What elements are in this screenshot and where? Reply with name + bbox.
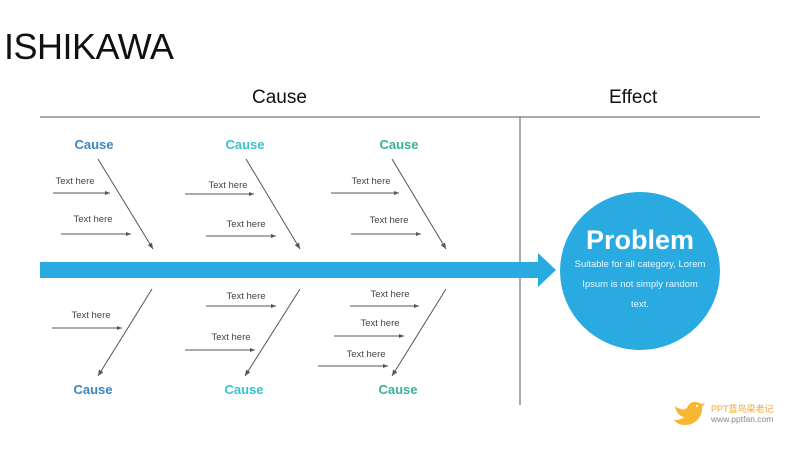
sub-cause-text: Text here xyxy=(226,219,265,230)
bottom-cause-label: Cause xyxy=(224,382,263,397)
sub-cause-text: Text here xyxy=(226,291,265,302)
spine-arrow xyxy=(40,253,556,287)
cause-bone-arrowhead xyxy=(147,242,153,249)
sub-cause-arrowhead xyxy=(394,191,399,195)
cause-bone-line xyxy=(244,288,301,377)
sub-cause-text: Text here xyxy=(369,215,408,226)
bird-icon xyxy=(674,401,705,425)
logo-text: PPT蓝鸟梁老记 xyxy=(711,404,774,414)
cause-bone-arrowhead xyxy=(392,369,398,376)
cause-bone-line xyxy=(391,158,447,250)
sub-cause-arrowhead xyxy=(399,334,404,338)
sub-cause-text: Text here xyxy=(370,289,409,300)
page-title: ISHIKAWA xyxy=(4,26,174,67)
cause-bone-line xyxy=(391,288,447,377)
sub-cause-text: Text here xyxy=(360,318,399,329)
sub-cause-arrowhead xyxy=(105,191,110,195)
top-cause-label: Cause xyxy=(379,137,418,152)
top-cause-label: Cause xyxy=(225,137,264,152)
sub-cause-arrowhead xyxy=(416,232,421,236)
sub-cause-arrowhead xyxy=(126,232,131,236)
effect-column-header: Effect xyxy=(609,87,658,108)
bottom-cause-label: Cause xyxy=(378,382,417,397)
sub-cause-text: Text here xyxy=(211,332,250,343)
sub-cause-arrowhead xyxy=(117,326,122,330)
cause-bone-line xyxy=(97,288,153,377)
sub-cause-text: Text here xyxy=(55,176,94,187)
sub-cause-text: Text here xyxy=(351,176,390,187)
sub-cause-arrowhead xyxy=(271,234,276,238)
cause-bone-arrowhead xyxy=(294,242,300,249)
sub-cause-text: Text here xyxy=(346,349,385,360)
sub-cause-text: Text here xyxy=(73,214,112,225)
logo-url: www.pptfan.com xyxy=(711,414,774,424)
cause-bone-arrowhead xyxy=(245,369,251,376)
sub-cause-arrowhead xyxy=(250,348,255,352)
sub-cause-arrowhead xyxy=(249,192,254,196)
sub-cause-text: Text here xyxy=(208,180,247,191)
cause-column-header: Cause xyxy=(252,87,307,108)
sub-cause-arrowhead xyxy=(383,364,388,368)
sub-cause-text: Text here xyxy=(71,310,110,321)
cause-bone-arrowhead xyxy=(440,242,446,249)
top-cause-label: Cause xyxy=(74,137,113,152)
problem-circle: Problem Suitable for all category, Lorem… xyxy=(560,192,720,350)
cause-bone-line xyxy=(97,158,154,250)
bottom-cause-label: Cause xyxy=(73,382,112,397)
brand-logo: PPT蓝鸟梁老记 www.pptfan.com xyxy=(672,398,792,432)
sub-cause-arrowhead xyxy=(414,304,419,308)
cause-bone-arrowhead xyxy=(98,369,104,376)
cause-bone-line xyxy=(245,158,301,250)
problem-description: Suitable for all category, Lorem Ipsum i… xyxy=(574,259,706,310)
sub-cause-arrowhead xyxy=(271,304,276,308)
problem-title: Problem xyxy=(585,225,695,255)
